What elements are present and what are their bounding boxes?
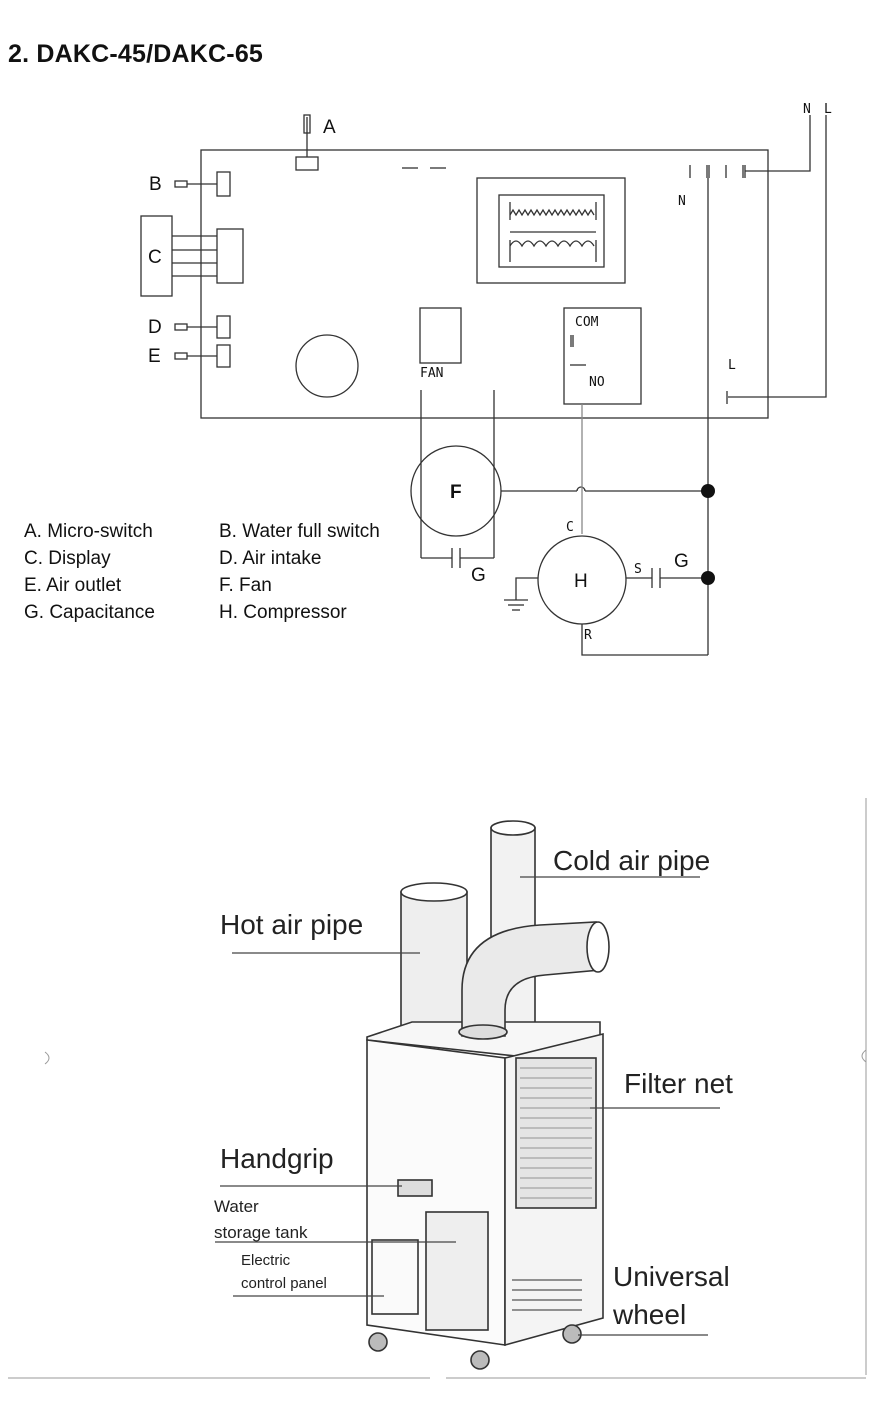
junction-dot [701,484,715,498]
terminal-no: NO [589,375,605,390]
legend-item-h: H. Compressor [219,602,347,623]
micro-switch-symbol [295,156,319,171]
legend-item-c: C. Display [24,548,111,569]
terminal-fan: FAN [420,366,443,381]
legend-item-f: F. Fan [219,575,272,596]
terminal-n-top: N [803,102,811,117]
display-symbol [140,215,173,297]
legend-item-g: G. Capacitance [24,602,155,623]
label-cold-air-pipe: Cold air pipe [553,845,710,876]
junction-dot [701,571,715,585]
connector-b [216,171,231,197]
legend-item-a: A. Micro-switch [24,521,153,542]
connector-e [216,344,231,368]
transformer [476,177,626,284]
terminal-c: C [566,520,574,535]
terminal-l-top: L [824,102,832,117]
label-f: F [450,482,462,503]
label-c: C [148,247,162,268]
label-a: A [323,117,336,138]
terminal-r: R [584,628,592,643]
legend-item-d: D. Air intake [219,548,321,569]
connector-c [216,228,244,284]
label-handgrip: Handgrip [220,1143,334,1174]
legend-item-b: B. Water full switch [219,521,380,542]
label-electric-line2: control panel [241,1275,327,1292]
compressor-relay [563,307,642,405]
label-g-compressor: G [674,551,689,572]
label-filter-net: Filter net [624,1068,733,1099]
label-d: D [148,317,162,338]
fan-relay [419,307,462,364]
terminal-com: COM [575,315,599,330]
terminal-s: S [634,562,642,577]
connector-d [216,315,231,339]
terminal-n-board: N [678,194,686,209]
legend-item-e: E. Air outlet [24,575,122,596]
label-b: B [149,174,162,195]
label-e: E [148,346,161,367]
label-g-fan: G [471,565,486,586]
label-universal-line1: Universal [613,1261,730,1292]
section-title: 2. DAKC-45/DAKC-65 [8,40,264,68]
wiring-diagram: A B C D E F G G H N L N L FAN COM NO C S… [24,102,832,656]
label-water-line1: Water [214,1197,259,1216]
label-h: H [574,571,588,592]
label-universal-line2: wheel [612,1299,686,1330]
label-electric-line1: Electric [241,1252,291,1269]
control-board [200,149,769,419]
label-hot-air-pipe: Hot air pipe [220,909,363,940]
label-water-line2: storage tank [214,1223,308,1242]
terminal-l-board: L [728,358,736,373]
